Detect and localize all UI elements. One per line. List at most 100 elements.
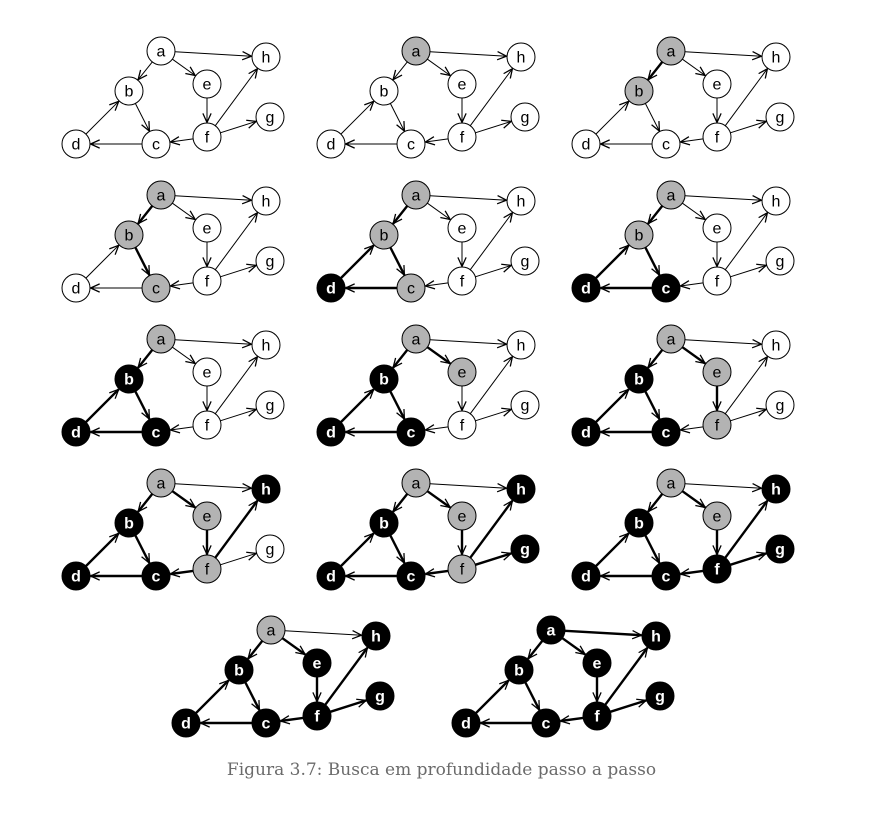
node-d (571, 129, 601, 159)
node-label-e: e (713, 509, 722, 526)
edge-d-b (595, 245, 629, 279)
node-h (506, 330, 536, 360)
node-label-a: a (412, 188, 421, 205)
node-label-f: f (714, 562, 720, 579)
node-label-f: f (205, 274, 210, 291)
edge-f-c (680, 283, 704, 286)
node-label-a: a (667, 188, 676, 205)
node-label-c: c (152, 425, 161, 442)
edge-f-g (475, 265, 511, 278)
edge-f-g (730, 265, 766, 278)
node-a (656, 468, 686, 498)
node-a (401, 324, 431, 354)
edge-a-e (172, 58, 195, 75)
node-f (582, 701, 612, 731)
node-label-a: a (667, 44, 676, 61)
edge-d-b (340, 101, 374, 135)
edge-b-c (389, 390, 406, 420)
node-label-e: e (203, 77, 212, 94)
node-label-d: d (582, 137, 591, 154)
node-label-a: a (667, 332, 676, 349)
node-label-h: h (771, 482, 781, 499)
node-label-h: h (517, 50, 526, 67)
edge-f-h (469, 501, 514, 559)
node-f (192, 410, 222, 440)
node-label-d: d (461, 716, 471, 733)
node-label-d: d (71, 425, 81, 442)
node-h (506, 42, 536, 72)
edge-f-c (170, 139, 194, 142)
node-f (702, 122, 732, 152)
node-a (401, 468, 431, 498)
node-h (251, 42, 281, 72)
node-label-b: b (234, 663, 244, 680)
node-label-g: g (375, 689, 385, 706)
node-d (61, 129, 91, 159)
node-d (61, 561, 91, 591)
node-label-e: e (313, 656, 322, 673)
node-e (702, 357, 732, 387)
node-label-b: b (514, 663, 524, 680)
node-d (316, 561, 346, 591)
node-label-g: g (266, 254, 275, 271)
edge-a-b (393, 205, 409, 224)
edge-f-h (214, 501, 259, 559)
node-g (510, 102, 540, 132)
node-label-e: e (593, 656, 602, 673)
node-b (114, 364, 144, 394)
node-label-a: a (412, 332, 421, 349)
node-label-f: f (460, 274, 465, 291)
edge-d-b (85, 101, 119, 135)
node-label-h: h (262, 50, 271, 67)
node-h (761, 186, 791, 216)
node-label-f: f (205, 562, 210, 579)
node-e (192, 357, 222, 387)
node-label-b: b (380, 84, 389, 101)
node-label-g: g (776, 254, 785, 271)
node-c (141, 561, 171, 591)
edge-a-h (564, 629, 642, 635)
node-label-d: d (327, 137, 336, 154)
node-label-d: d (72, 281, 81, 298)
node-b (114, 76, 144, 106)
edge-f-c (425, 283, 449, 286)
edge-f-g (609, 700, 646, 713)
edge-d-b (595, 533, 629, 567)
node-h (251, 186, 281, 216)
edge-a-e (426, 346, 450, 365)
node-g (765, 246, 795, 276)
node-b (369, 220, 399, 250)
edge-b-c (389, 534, 406, 564)
node-label-d: d (581, 281, 591, 298)
node-label-e: e (203, 365, 212, 382)
node-g (765, 534, 795, 564)
node-c (531, 708, 561, 738)
edge-a-e (682, 58, 705, 75)
node-c (251, 708, 281, 738)
node-c (651, 561, 681, 591)
node-e (192, 501, 222, 531)
node-label-c: c (152, 281, 160, 298)
node-h (251, 474, 281, 504)
node-f (447, 410, 477, 440)
edge-f-h (214, 357, 257, 414)
edge-a-h (684, 196, 762, 200)
edge-f-h (724, 357, 767, 414)
node-label-a: a (412, 44, 421, 61)
edge-b-c (389, 103, 404, 132)
node-label-b: b (379, 372, 389, 389)
edge-a-h (429, 196, 507, 200)
edge-a-h (429, 484, 507, 488)
node-f (702, 410, 732, 440)
node-label-h: h (261, 482, 271, 499)
node-label-f: f (715, 274, 720, 291)
node-label-g: g (655, 689, 665, 706)
node-g (365, 681, 395, 711)
edge-a-h (684, 484, 762, 488)
